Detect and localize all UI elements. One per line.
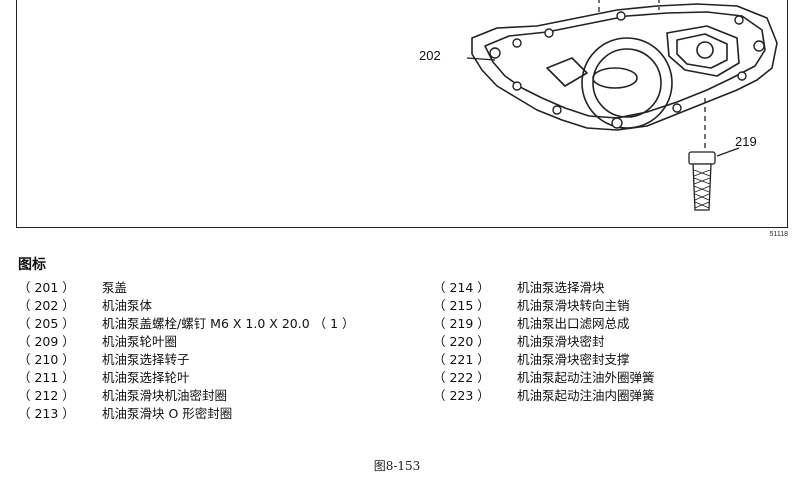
legend-number: （ 215 ） bbox=[433, 298, 490, 313]
legend-number: （ 202 ） bbox=[18, 298, 75, 313]
legend-number: （ 222 ） bbox=[433, 370, 490, 385]
legend-description: 机油泵出口滤网总成 bbox=[517, 316, 630, 331]
legend-row: （ 220 ） 机油泵滑块密封 bbox=[433, 333, 778, 351]
legend-description: 机油泵滑块密封支撑 bbox=[517, 352, 630, 367]
legend-row: （ 215 ） 机油泵滑块转向主销 bbox=[433, 297, 778, 315]
callout-219: 219 bbox=[735, 134, 757, 149]
legend-row: （ 212 ） 机油泵滑块机油密封圈 bbox=[18, 387, 433, 405]
legend-number: （ 221 ） bbox=[433, 352, 490, 367]
legend-right-column: （ 214 ） 机油泵选择滑块 （ 215 ） 机油泵滑块转向主销 （ 219 ） 机… bbox=[433, 279, 778, 423]
legend-row: （ 201 ） 泵盖 bbox=[18, 279, 433, 297]
legend-row: （ 205 ） 机油泵盖螺栓/螺钉 M6 X 1.0 X 20.0 （ 1 ） bbox=[18, 315, 433, 333]
legend-description: 机油泵选择滑块 bbox=[517, 280, 605, 295]
legend-row: （ 211 ） 机油泵选择轮叶 bbox=[18, 369, 433, 387]
figure-caption: 图8-153 bbox=[373, 459, 421, 473]
legend-row: （ 219 ） 机油泵出口滤网总成 bbox=[433, 315, 778, 333]
legend-table: （ 201 ） 泵盖 （ 202 ） 机油泵体 （ 205 ） 机油泵盖螺栓/螺钉 M… bbox=[18, 279, 778, 423]
legend-left-column: （ 201 ） 泵盖 （ 202 ） 机油泵体 （ 205 ） 机油泵盖螺栓/螺钉 M… bbox=[18, 279, 433, 423]
legend-description: 泵盖 bbox=[102, 280, 128, 295]
legend-title: 图标 bbox=[18, 257, 46, 273]
callout-202: 202 bbox=[419, 48, 441, 63]
oil-pump-illustration bbox=[466, 0, 778, 211]
legend-description: 机油泵选择轮叶 bbox=[102, 370, 190, 385]
legend-description: 机油泵起动注油内圈弹簧 bbox=[517, 388, 655, 403]
legend-description: 机油泵滑块密封 bbox=[517, 334, 605, 349]
legend-number: （ 219 ） bbox=[433, 316, 490, 331]
legend-row: （ 213 ） 机油泵滑块 O 形密封圈 bbox=[18, 405, 433, 423]
legend-row: （ 223 ） 机油泵起动注油内圈弹簧 bbox=[433, 387, 778, 405]
legend-number: （ 214 ） bbox=[433, 280, 490, 295]
legend-description: 机油泵轮叶圈 bbox=[102, 334, 178, 349]
legend-description: 机油泵选择转子 bbox=[102, 352, 190, 367]
legend-row: （ 210 ） 机油泵选择转子 bbox=[18, 351, 433, 369]
figure-code: 51118 bbox=[769, 231, 788, 238]
legend-number: （ 223 ） bbox=[433, 388, 490, 403]
legend-description: 机油泵滑块转向主销 bbox=[517, 298, 630, 313]
legend-row: （ 221 ） 机油泵滑块密封支撑 bbox=[433, 351, 778, 369]
legend-number: （ 212 ） bbox=[18, 388, 75, 403]
legend-number: （ 201 ） bbox=[18, 280, 75, 295]
legend-row: （ 214 ） 机油泵选择滑块 bbox=[433, 279, 778, 297]
legend-number: （ 220 ） bbox=[433, 334, 490, 349]
legend-number: （ 211 ） bbox=[18, 370, 75, 385]
legend-description: 机油泵盖螺栓/螺钉 M6 X 1.0 X 20.0 （ 1 ） bbox=[102, 316, 355, 331]
legend-description: 机油泵滑块 O 形密封圈 bbox=[102, 406, 233, 421]
legend-number: （ 210 ） bbox=[18, 352, 75, 367]
legend-row: （ 209 ） 机油泵轮叶圈 bbox=[18, 333, 433, 351]
legend-number: （ 209 ） bbox=[18, 334, 75, 349]
legend-row: （ 202 ） 机油泵体 bbox=[18, 297, 433, 315]
figure-frame: 202 219 bbox=[16, 0, 788, 228]
legend-number: （ 213 ） bbox=[18, 406, 75, 421]
legend-description: 机油泵起动注油外圈弹簧 bbox=[517, 370, 655, 385]
legend-description: 机油泵体 bbox=[102, 298, 153, 313]
legend-row: （ 222 ） 机油泵起动注油外圈弹簧 bbox=[433, 369, 778, 387]
legend-number: （ 205 ） bbox=[18, 316, 75, 331]
legend-description: 机油泵滑块机油密封圈 bbox=[102, 388, 228, 403]
